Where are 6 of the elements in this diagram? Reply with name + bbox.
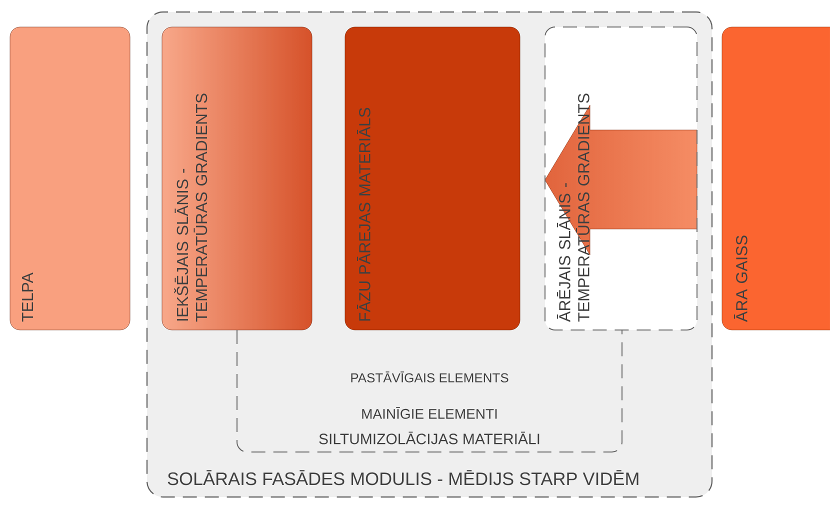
layer-box: FĀZU PĀREJAS MATERIĀLS — [344, 26, 520, 330]
room-box: TELPA — [10, 26, 130, 330]
layer-box: ĀRĒJAIS SLĀNIS - TEMPERATŪRAS GRADIENTS — [544, 26, 698, 330]
outdoor-box: ĀRA GAISS — [722, 26, 830, 330]
layer-box: IEKŠĒJAIS SLĀNIS - TEMPERATŪRAS GRADIENTS — [162, 26, 312, 330]
bracket-outline: PASTĀVĪGAIS ELEMENTS MAINĪGIE ELEMENTI SILTUMIZOLĀCIJAS MATERIĀLI — [236, 330, 622, 452]
